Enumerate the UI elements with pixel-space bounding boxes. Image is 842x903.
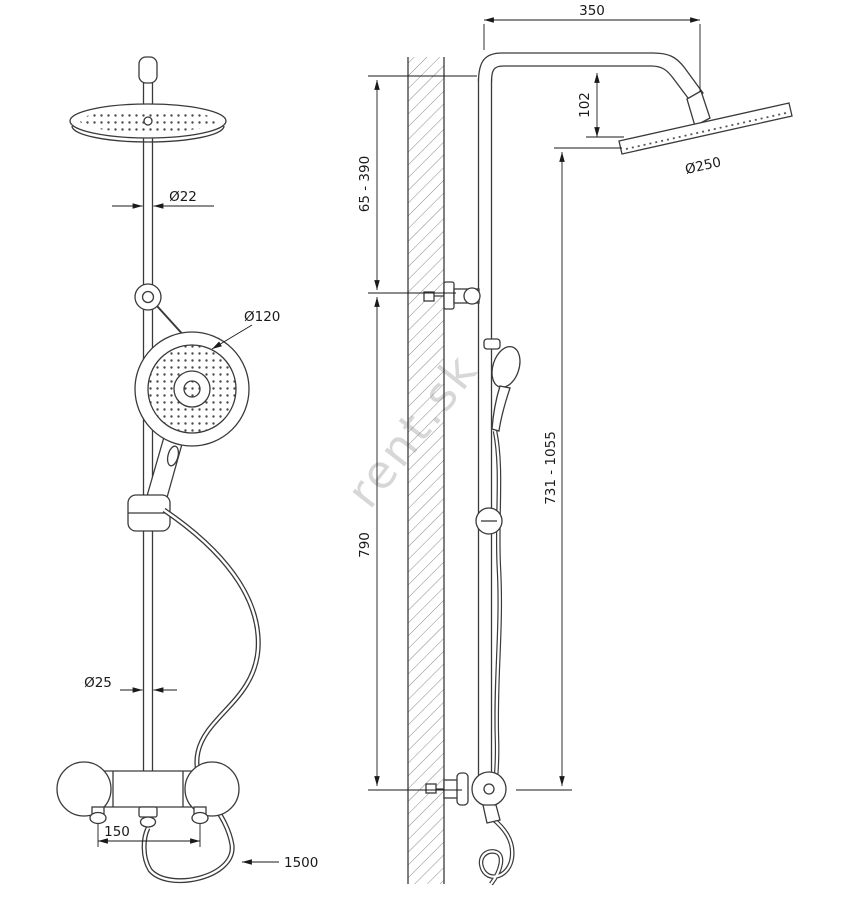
top-arm-side [477,52,711,127]
slider-knob-side [475,507,503,535]
rain-shower-head-side [618,102,793,155]
dim-hand-shower-diameter-label: Ø120 [244,309,280,325]
head-joint [686,90,711,127]
dim-head-drop-label: 102 [577,92,593,118]
dim-hose-length-label: 1500 [284,855,318,871]
dim-bar-height-label: 790 [357,532,373,558]
dim-lower-range: 731 - 1055 [516,147,622,791]
mixer-valve-front [56,761,240,828]
dim-lower-pipe-diameter: Ø25 [84,675,177,693]
slider-bracket-front [127,494,171,532]
hand-shower-front [134,331,250,502]
hand-shower-side [483,338,521,432]
dim-hose-length: 1500 [242,855,318,871]
dim-connection-spacing-label: 150 [104,824,130,840]
riser-pipe-side [477,78,493,790]
dim-bar-height: 790 [357,297,462,791]
side-view-dimensions: 350 102 Ø250 65 - 390 790 731 - 1055 [357,3,723,791]
shower-hose-front [141,507,261,884]
mixer-valve-side [425,771,507,824]
dim-hand-shower-diameter: Ø120 [211,309,280,350]
dim-head-diameter-label: Ø250 [684,154,723,178]
dim-arm-length-label: 350 [579,3,605,19]
wall-bracket-side [423,281,481,310]
dim-pipe-diameter-label: Ø22 [169,189,197,205]
rain-shower-head-front [69,103,227,143]
dim-head-diameter: Ø250 [684,154,723,178]
dim-upper-range-label: 65 - 390 [357,156,373,212]
dim-upper-range: 65 - 390 [357,75,477,294]
front-view [56,56,261,884]
hand-shower-holder-ring [134,283,187,339]
wall-hatching [408,57,444,884]
dim-pipe-diameter: Ø22 [112,189,214,209]
dim-arm-length: 350 [483,3,701,92]
dim-head-drop: 102 [577,73,624,138]
wall-section [407,57,445,884]
dim-connection-spacing: 150 [97,824,201,847]
dim-lower-range-label: 731 - 1055 [543,431,559,505]
side-view [407,52,793,886]
dim-lower-pipe-diameter-label: Ø25 [84,675,112,691]
front-view-dimensions: Ø22 Ø120 Ø25 150 1500 [84,189,318,871]
